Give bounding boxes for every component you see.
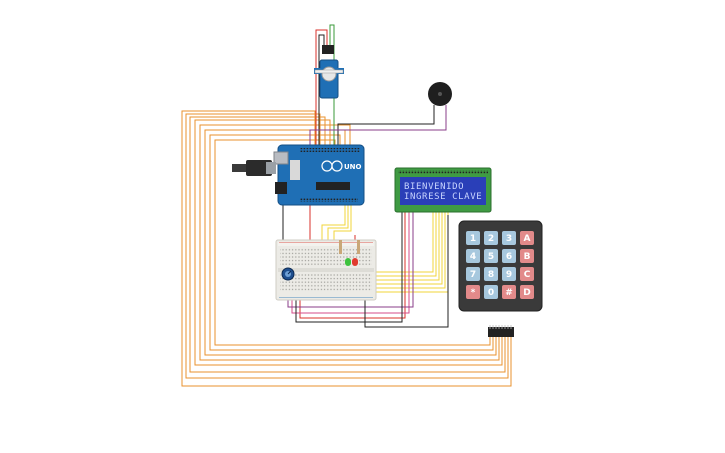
keypad-connector-pins xyxy=(489,325,512,329)
keypad-key[interactable]: B xyxy=(520,249,534,263)
keypad-key[interactable]: 4 xyxy=(466,249,480,263)
keypad-4x4: 1 2 3 A 4 5 6 B 7 8 9 C * 0 # D xyxy=(458,220,543,337)
keypad-key-label: 2 xyxy=(488,234,494,244)
resistors xyxy=(339,240,360,254)
breadboard xyxy=(275,239,377,301)
keypad-key[interactable]: # xyxy=(502,285,516,299)
keypad-key-face[interactable] xyxy=(466,285,480,299)
keypad-key-label: 8 xyxy=(488,270,494,280)
piezo-buzzer xyxy=(428,82,452,106)
keypad-key-face[interactable] xyxy=(520,231,534,245)
servo-motor xyxy=(314,45,344,99)
keypad-key-label: 1 xyxy=(470,234,476,244)
keypad-key-face[interactable] xyxy=(520,285,534,299)
keypad-key-face[interactable] xyxy=(502,231,516,245)
keypad-key-label: 9 xyxy=(506,270,512,280)
keypad-key[interactable]: 5 xyxy=(484,249,498,263)
keypad-key-label: 0 xyxy=(488,288,494,298)
keypad-key-face[interactable] xyxy=(466,249,480,263)
keypad-key-label: 3 xyxy=(506,234,512,244)
keypad-keys: 1 2 3 A 4 5 6 B 7 8 9 C * 0 # D xyxy=(466,231,534,299)
keypad-key-label: * xyxy=(471,288,476,298)
keypad-key[interactable]: 9 xyxy=(502,267,516,281)
keypad-wires-orange xyxy=(181,110,512,387)
keypad-key[interactable]: * xyxy=(466,285,480,299)
keypad-key-label: 7 xyxy=(470,270,476,280)
keypad-key[interactable]: 1 xyxy=(466,231,480,245)
keypad-key-face[interactable] xyxy=(502,285,516,299)
keypad-key-label: 6 xyxy=(506,252,512,262)
keypad-key[interactable]: 3 xyxy=(502,231,516,245)
keypad-key-label: 5 xyxy=(488,252,494,262)
lcd-line-1: BIENVENIDO xyxy=(404,182,464,192)
arduino-model-label: UNO xyxy=(344,163,362,171)
usb-cable-plug xyxy=(232,160,276,176)
keypad-key-label: 4 xyxy=(470,252,476,262)
keypad-key-face[interactable] xyxy=(502,249,516,263)
keypad-key-label: C xyxy=(524,270,531,280)
arduino-uno: UNO xyxy=(273,144,365,206)
keypad-key-label: B xyxy=(524,252,531,262)
lcd-display: BIENVENIDO INGRESE CLAVE xyxy=(394,167,492,213)
led-red xyxy=(352,258,358,266)
keypad-key[interactable]: 7 xyxy=(466,267,480,281)
keypad-key-face[interactable] xyxy=(466,267,480,281)
keypad-key-face[interactable] xyxy=(520,267,534,281)
keypad-key-face[interactable] xyxy=(484,231,498,245)
potentiometer[interactable] xyxy=(281,267,295,281)
keypad-key-face[interactable] xyxy=(502,267,516,281)
led-green xyxy=(345,258,351,266)
keypad-key[interactable]: D xyxy=(520,285,534,299)
keypad-key[interactable]: A xyxy=(520,231,534,245)
lcd-line-2: INGRESE CLAVE xyxy=(404,192,482,202)
keypad-key-label: # xyxy=(505,288,513,298)
keypad-key-face[interactable] xyxy=(466,231,480,245)
keypad-key[interactable]: 8 xyxy=(484,267,498,281)
keypad-key-face[interactable] xyxy=(484,249,498,263)
keypad-key-label: D xyxy=(523,288,530,298)
keypad-key-face[interactable] xyxy=(484,285,498,299)
power-wires xyxy=(282,205,449,328)
keypad-key-label: A xyxy=(524,234,531,244)
keypad-key[interactable]: 2 xyxy=(484,231,498,245)
keypad-key-face[interactable] xyxy=(484,267,498,281)
keypad-key[interactable]: 6 xyxy=(502,249,516,263)
keypad-key[interactable]: C xyxy=(520,267,534,281)
keypad-key-face[interactable] xyxy=(520,249,534,263)
keypad-key[interactable]: 0 xyxy=(484,285,498,299)
